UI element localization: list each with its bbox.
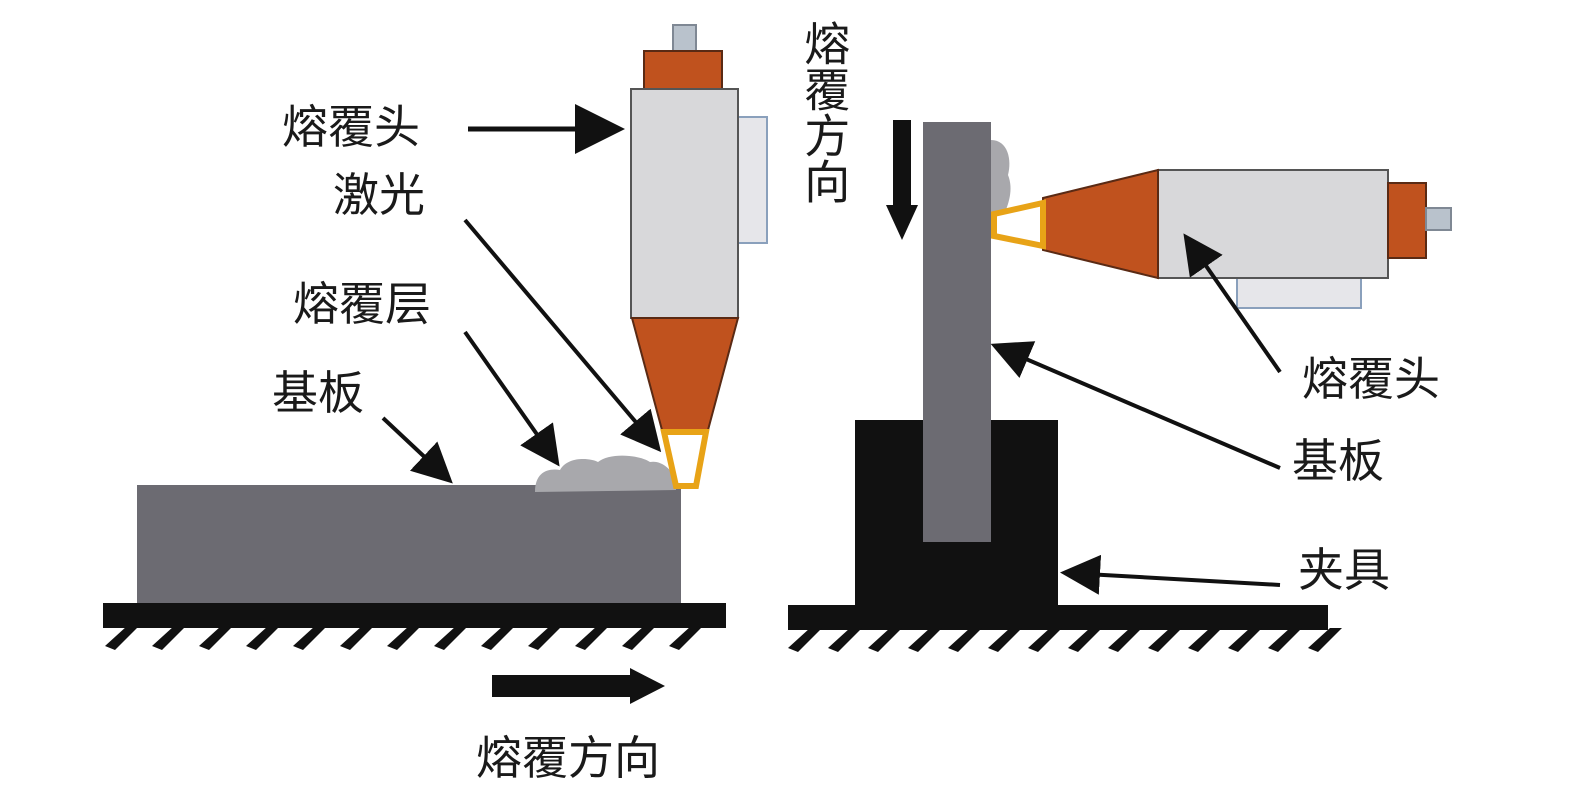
left-panel xyxy=(103,24,768,704)
label-right-direction: 熔覆方向 xyxy=(797,20,852,204)
right-panel xyxy=(788,120,1452,652)
label-left-cladding-head: 熔覆头 xyxy=(282,100,420,154)
label-left-laser: 激光 xyxy=(333,168,425,222)
ground-hatch-mark xyxy=(293,626,327,650)
arrow-left-cladding-layer xyxy=(463,330,560,467)
label-left-cladding-layer: 熔覆层 xyxy=(293,277,431,331)
right-direction-arrow xyxy=(886,120,918,240)
ground-hatch-mark xyxy=(669,626,703,650)
ground-hatch-mark xyxy=(387,626,421,650)
ground-hatch-mark xyxy=(788,628,822,652)
label-left-direction: 熔覆方向 xyxy=(476,731,660,785)
label-right-substrate: 基板 xyxy=(1292,434,1384,488)
ground-hatch-mark xyxy=(988,628,1022,652)
left-cladding-layer xyxy=(535,455,676,492)
ground-hatch-mark xyxy=(828,628,862,652)
ground-hatch-mark xyxy=(434,626,468,650)
ground-hatch-mark xyxy=(1108,628,1142,652)
ground-hatch-mark xyxy=(1268,628,1302,652)
left-cladding-head xyxy=(630,24,768,489)
ground-hatch-mark xyxy=(1028,628,1062,652)
ground-hatch-mark xyxy=(1308,628,1342,652)
ground-hatch-mark xyxy=(1188,628,1222,652)
right-substrate xyxy=(923,122,991,542)
ground-hatch-mark xyxy=(868,628,902,652)
ground-hatch-mark xyxy=(908,628,942,652)
ground-hatch-mark xyxy=(481,626,515,650)
arrow-right-cladding-head xyxy=(1183,233,1282,374)
left-direction-arrow xyxy=(492,668,665,704)
right-cladding-head xyxy=(991,168,1452,309)
label-left-substrate: 基板 xyxy=(272,366,364,420)
ground-hatch-mark xyxy=(528,626,562,650)
right-cladding-layer xyxy=(991,140,1011,215)
arrow-left-substrate xyxy=(381,416,453,484)
ground-hatch-mark xyxy=(340,626,374,650)
ground-hatch-mark xyxy=(948,628,982,652)
left-substrate xyxy=(137,485,681,603)
left-laser-nozzle xyxy=(660,429,710,489)
label-right-cladding-head: 熔覆头 xyxy=(1302,352,1440,406)
left-ground xyxy=(103,603,726,650)
ground-hatch-mark xyxy=(1148,628,1182,652)
ground-hatch-mark xyxy=(575,626,609,650)
ground-hatch-mark xyxy=(199,626,233,650)
arrow-right-fixture xyxy=(1060,554,1281,595)
arrow-right-substrate xyxy=(990,341,1281,470)
right-laser-nozzle xyxy=(991,199,1046,250)
ground-hatch-mark xyxy=(1068,628,1102,652)
label-right-fixture: 夹具 xyxy=(1298,543,1390,597)
ground-hatch-mark xyxy=(152,626,186,650)
ground-hatch-mark xyxy=(105,626,139,650)
ground-hatch-mark xyxy=(246,626,280,650)
arrow-left-laser xyxy=(463,218,662,453)
ground-hatch-mark xyxy=(1228,628,1262,652)
right-ground xyxy=(788,605,1342,652)
ground-hatch-mark xyxy=(622,626,656,650)
